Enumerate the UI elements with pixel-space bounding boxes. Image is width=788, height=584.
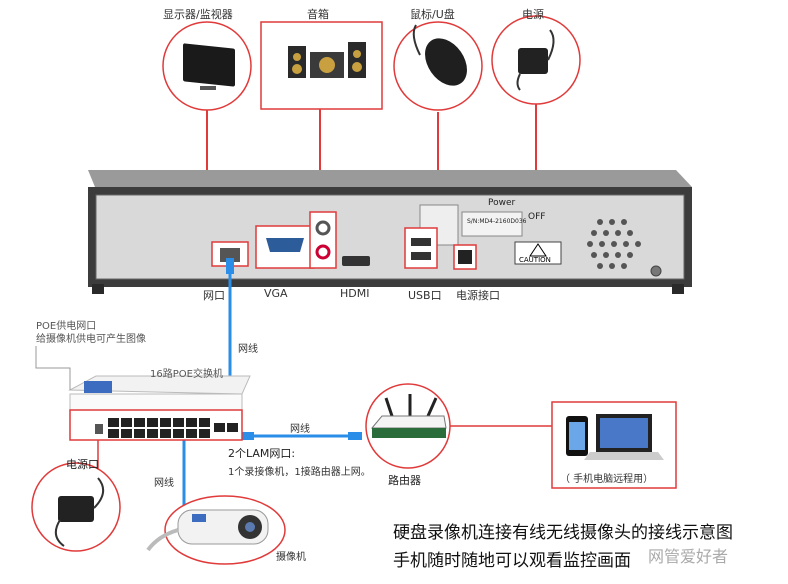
camera-device	[146, 495, 286, 565]
port-usb-label: USB口	[408, 289, 442, 302]
speaker-callout	[260, 21, 383, 110]
port-lan-label: 网口	[203, 289, 225, 302]
switch-label: 16路POE交换机	[150, 369, 223, 380]
mouse-callout	[393, 21, 483, 111]
poe-title: POE供电网口	[36, 321, 97, 332]
monitor-label: 显示器/监视器	[163, 8, 233, 21]
poe-annotation-line	[35, 346, 71, 390]
cable-label-camera: 网线	[154, 478, 174, 489]
router-label: 路由器	[388, 474, 421, 487]
hdmi-port	[342, 256, 370, 266]
adapter-icon	[58, 496, 94, 522]
rj45-plug-uplink	[240, 432, 254, 440]
panel-power-text: Power	[488, 198, 516, 208]
rj45-plug-top	[226, 258, 234, 274]
power-label: 电源	[522, 8, 544, 21]
switch-power-label: 电源口	[66, 458, 99, 471]
switch-power-callout	[31, 440, 121, 552]
fan-grille	[587, 219, 641, 269]
remote-devices-box	[551, 401, 677, 489]
serial-text: S/N:MD4-2160D036	[467, 218, 527, 225]
mouse-label: 鼠标/U盘	[410, 8, 455, 21]
caution-text: CAUTION	[519, 256, 551, 264]
cable-label-horizontal: 网线	[290, 424, 310, 435]
usb-ports	[404, 227, 438, 269]
poe-desc: 给摄像机供电可产生图像	[36, 334, 146, 345]
adapter-icon	[518, 48, 548, 74]
monitor-callout	[162, 21, 252, 111]
speaker-label: 音箱	[307, 8, 329, 21]
cable-label-vertical: 网线	[238, 344, 258, 355]
monitor-icon	[183, 43, 235, 87]
rj45-plug-router	[348, 432, 362, 440]
caption-line2: 手机随时随地可以观看监控画面	[393, 551, 631, 571]
power-callout	[491, 15, 581, 105]
remote-label: （ 手机电脑远程用）	[560, 474, 654, 485]
port-hdmi-label: HDMI	[340, 287, 370, 300]
port-vga-label: VGA	[264, 287, 288, 300]
nvr-body	[88, 170, 692, 294]
lan-title: 2个LAM网口:	[228, 447, 296, 460]
panel-off-text: OFF	[528, 212, 546, 222]
audio-ports	[309, 211, 337, 269]
mouse-icon	[425, 38, 467, 86]
camera-label: 摄像机	[276, 552, 306, 563]
speaker-icon	[288, 42, 366, 78]
poe-switch	[68, 375, 251, 441]
watermark: 网管爱好者	[648, 547, 729, 566]
lan-desc: 1个录接像机，1接路由器上网。	[228, 467, 371, 478]
router-device	[365, 383, 552, 469]
caption-line1: 硬盘录像机连接有线无线摄像头的接线示意图	[393, 523, 733, 543]
port-power-label: 电源接口	[456, 289, 500, 302]
